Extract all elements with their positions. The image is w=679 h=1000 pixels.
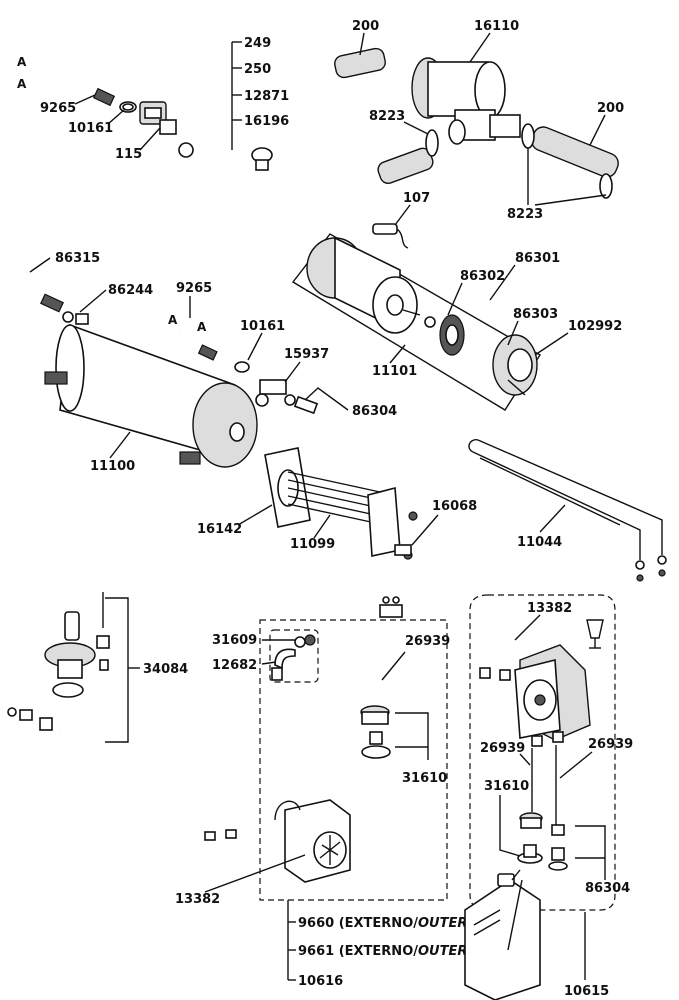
elbow-12682 <box>271 648 296 681</box>
label-86315: 86315 <box>55 251 100 266</box>
kit-boundary-right <box>469 594 616 911</box>
pump-cover-86303 <box>492 334 538 396</box>
label-11101: 11101 <box>372 364 417 379</box>
kit-icon-center <box>379 596 403 618</box>
label-86304-middle: 86304 <box>352 404 397 419</box>
label-11100: 11100 <box>90 459 135 474</box>
marker-a-4: A <box>197 320 207 334</box>
label-250: 250 <box>244 62 271 77</box>
chemical-canister <box>464 869 541 1000</box>
label-115: 115 <box>115 147 142 162</box>
peristaltic-pump <box>514 644 591 747</box>
label-11044: 11044 <box>517 535 562 550</box>
coiled-hose-249 <box>162 147 273 244</box>
check-valve-107 <box>372 223 409 249</box>
foot-valve-right <box>517 812 568 871</box>
label-26939-right-a: 26939 <box>480 741 525 756</box>
fitting-86244 <box>62 311 89 325</box>
rinse-heater-11044 <box>468 439 667 582</box>
fragile-glass-icon <box>586 619 604 649</box>
label-9660: 9660 (EXTERNO/OUTER) <box>298 916 473 931</box>
pump-housing-16110 <box>411 57 521 145</box>
marker-a-1: A <box>17 55 27 69</box>
label-86302: 86302 <box>460 269 505 284</box>
label-13382-right: 13382 <box>527 601 572 616</box>
label-34084: 34084 <box>143 662 188 677</box>
label-9265-middle: 9265 <box>176 281 212 296</box>
label-10161-middle: 10161 <box>240 319 285 334</box>
label-11099: 11099 <box>290 537 335 552</box>
corrugated-hose-200-right <box>521 123 619 199</box>
impeller-86302 <box>439 314 465 356</box>
label-26939-right-b: 26939 <box>588 737 633 752</box>
fitting-15937 <box>255 379 319 415</box>
hose-9265-middle <box>179 328 218 361</box>
air-break-34084 <box>7 592 110 738</box>
label-200-right: 200 <box>597 101 624 116</box>
tubes-26939-right <box>531 745 557 825</box>
pump-motor-11101 <box>306 236 421 334</box>
label-15937: 15937 <box>284 347 329 362</box>
kit-boundary-center <box>259 619 448 901</box>
label-16110: 16110 <box>474 19 519 34</box>
label-12682: 12682 <box>212 658 257 673</box>
tube-13382-left <box>204 829 239 889</box>
seal-86301 <box>424 316 436 328</box>
label-86304-right: 86304 <box>585 881 630 896</box>
boiler-tank-11100 <box>44 323 258 468</box>
label-31609: 31609 <box>212 633 257 648</box>
clamp-10161-top <box>119 101 137 113</box>
label-9661: 9661 (EXTERNO/OUTER) <box>298 944 473 959</box>
gasket-16142 <box>264 447 311 528</box>
label-26939-center: 26939 <box>405 634 450 649</box>
label-10616: 10616 <box>298 974 343 989</box>
label-86301: 86301 <box>515 251 560 266</box>
label-13382-left: 13382 <box>175 892 220 907</box>
label-10161-top: 10161 <box>68 121 113 136</box>
label-16142: 16142 <box>197 522 242 537</box>
label-9265-top: 9265 <box>40 101 76 116</box>
label-16196: 16196 <box>244 114 289 129</box>
label-200-left: 200 <box>352 19 379 34</box>
tube-13382-right <box>479 624 511 681</box>
label-31610-center: 31610 <box>402 771 447 786</box>
marker-a-3: A <box>168 313 178 327</box>
corrugated-hose-200-left <box>299 47 434 192</box>
label-31610-right: 31610 <box>484 779 529 794</box>
clamp-8223-left <box>425 129 439 157</box>
dosing-pump-center <box>274 799 351 883</box>
solenoid-valve-115 <box>139 101 194 158</box>
label-86244: 86244 <box>108 283 153 298</box>
fitting-subgroup-boundary <box>269 629 319 683</box>
label-12871: 12871 <box>244 89 289 104</box>
marker-a-2: A <box>17 77 27 91</box>
label-86303: 86303 <box>513 307 558 322</box>
label-10615: 10615 <box>564 984 609 999</box>
label-8223-left: 8223 <box>369 109 405 124</box>
label-102992: 102992 <box>568 319 622 334</box>
label-8223-right: 8223 <box>507 207 543 222</box>
label-16068: 16068 <box>432 499 477 514</box>
hose-86315 <box>0 239 64 313</box>
heating-element-11099 <box>287 471 418 560</box>
foot-valve-31610 <box>360 705 391 759</box>
inlet-hose-9265 <box>29 68 116 107</box>
clamp-10161-middle <box>234 361 250 373</box>
label-107: 107 <box>403 191 430 206</box>
tube-26939-center <box>272 665 381 800</box>
label-249: 249 <box>244 36 271 51</box>
o-ring-31609 <box>294 634 316 648</box>
